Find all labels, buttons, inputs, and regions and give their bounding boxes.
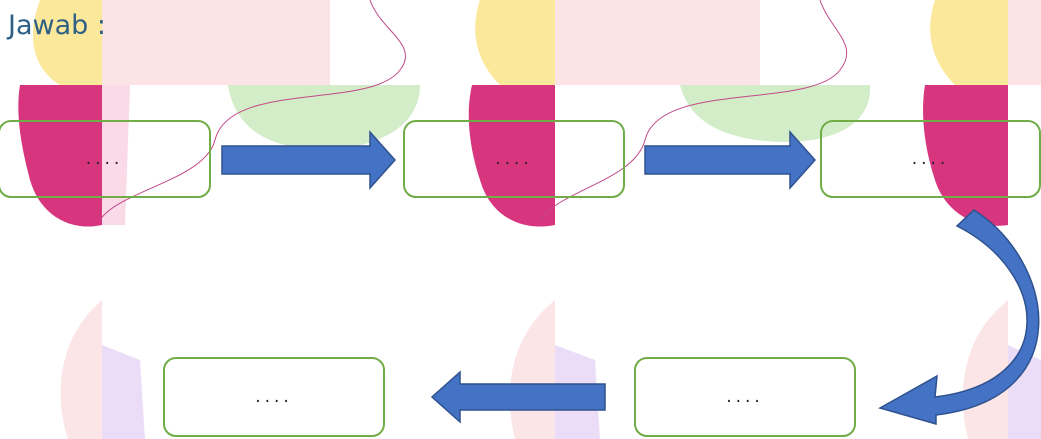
pink-blob xyxy=(555,0,760,85)
answer-box-5[interactable]: .... xyxy=(163,357,385,437)
answer-box-placeholder: .... xyxy=(726,387,764,407)
answer-box-placeholder: .... xyxy=(911,149,950,169)
answer-box-1[interactable]: .... xyxy=(0,120,211,198)
pink-blob xyxy=(102,0,330,85)
yellow-blob xyxy=(32,0,102,85)
squiggle-line xyxy=(99,0,406,221)
curved-down-arrow xyxy=(878,209,1040,425)
pink-blob xyxy=(1008,0,1041,85)
faint-lavender-blob xyxy=(102,345,145,439)
answer-box-2[interactable]: .... xyxy=(403,120,625,198)
answer-heading: Jawab : xyxy=(8,10,106,41)
yellow-blob xyxy=(930,0,1008,85)
right-arrow-2 xyxy=(644,130,817,190)
answer-box-placeholder: .... xyxy=(495,149,533,169)
right-arrow-1 xyxy=(221,130,397,190)
answer-box-placeholder: .... xyxy=(255,387,293,407)
faint-pink-blob xyxy=(60,300,102,439)
answer-box-3[interactable]: .... xyxy=(820,120,1041,198)
left-arrow xyxy=(430,370,606,424)
answer-box-placeholder: .... xyxy=(85,149,124,169)
yellow-blob xyxy=(475,0,555,85)
squiggle-line xyxy=(539,0,848,221)
answer-box-4[interactable]: .... xyxy=(634,357,856,437)
